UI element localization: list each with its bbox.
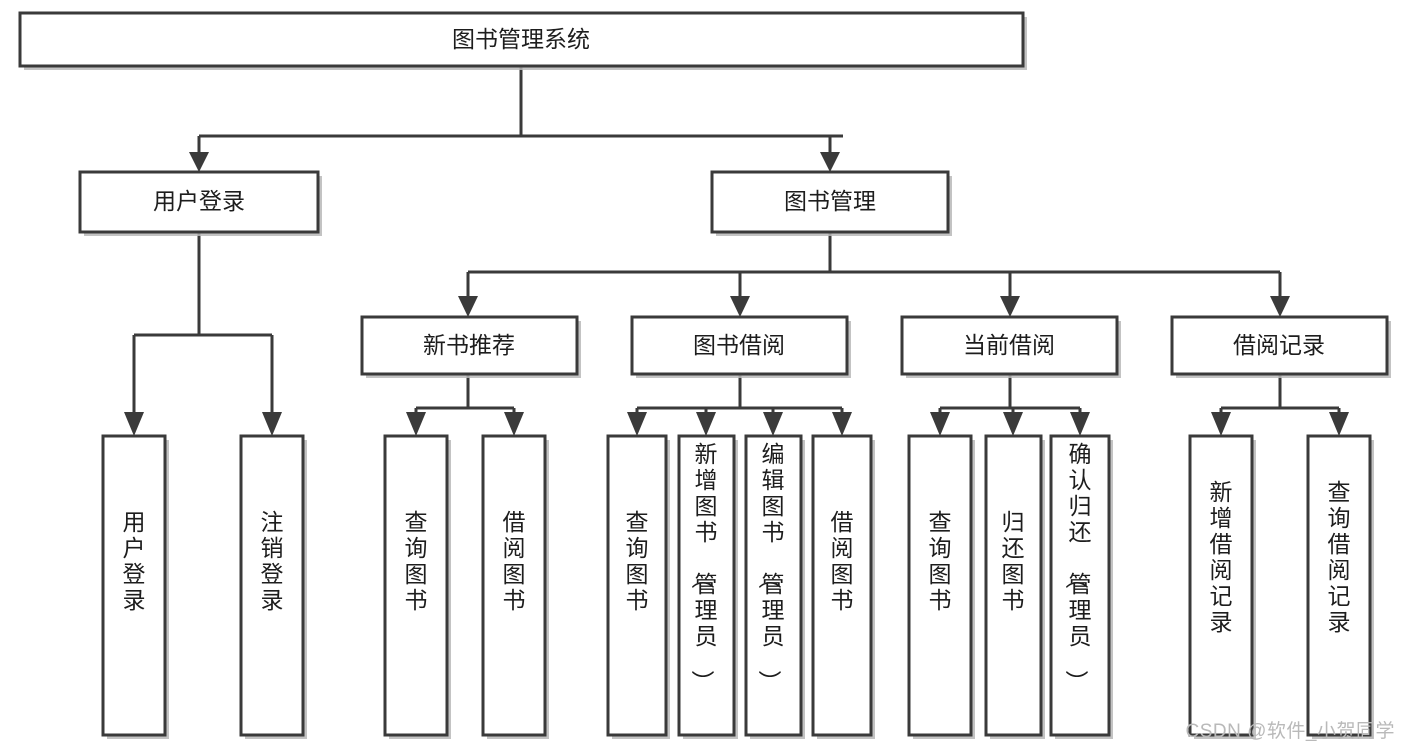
node-new-book-recommend[interactable]: 新书推荐 (360, 315, 581, 378)
node-leaf-user-login-box[interactable] (101, 434, 167, 737)
arrow-head-leaf-return-book (1003, 412, 1023, 436)
arrow-head-leaf-query-record (1329, 412, 1349, 436)
arrow-head-book-borrow (730, 296, 750, 317)
arrow-head-user-login (189, 152, 209, 172)
node-leaf-add-record-label: 新增借阅记录 (1210, 479, 1233, 635)
node-leaf-edit-book-box[interactable] (744, 434, 803, 737)
node-leaf-user-logout[interactable]: 注销登录 (239, 434, 307, 739)
node-leaf-add-record[interactable]: 新增借阅记录 (1188, 434, 1256, 739)
node-leaf-query-book-2-label: 查询图书 (626, 509, 649, 613)
node-leaf-query-book-1-box[interactable] (383, 434, 449, 737)
node-new-book-recommend-box[interactable] (360, 315, 579, 376)
node-new-book-recommend-label: 新书推荐 (423, 332, 515, 358)
node-leaf-query-record[interactable]: 查询借阅记录 (1306, 434, 1374, 739)
node-leaf-add-record-box[interactable] (1188, 434, 1254, 737)
node-borrow-record[interactable]: 借阅记录 (1170, 315, 1391, 378)
connector-borrow-record-trunk (1219, 374, 1341, 418)
node-leaf-borrow-book-2-label: 借阅图书 (831, 509, 854, 613)
arrow-head-new-book-recommend (458, 296, 478, 317)
node-leaf-add-book[interactable]: 新增图书（管理员） (677, 434, 738, 739)
node-leaf-return-book-box[interactable] (984, 434, 1043, 737)
connector-layer (124, 66, 1349, 436)
node-leaf-query-book-3-label: 查询图书 (929, 509, 952, 613)
node-leaf-user-login[interactable]: 用户登录 (101, 434, 169, 739)
node-leaf-query-book-3-box[interactable] (907, 434, 973, 737)
node-root-label: 图书管理系统 (452, 26, 590, 52)
node-current-borrow-box[interactable] (900, 315, 1119, 376)
node-leaf-user-logout-box[interactable] (239, 434, 305, 737)
node-leaf-confirm-return-label: 确认归还（管理员） (1064, 441, 1092, 693)
node-leaf-query-book-2-box[interactable] (606, 434, 668, 737)
node-leaf-add-book-label: 新增图书（管理员） (690, 441, 718, 693)
node-leaf-return-book[interactable]: 归还图书 (984, 434, 1045, 739)
node-book-borrow-box[interactable] (630, 315, 849, 376)
connector-book-manage-trunk (466, 232, 1282, 300)
node-leaf-edit-book[interactable]: 编辑图书（管理员） (744, 434, 805, 739)
node-book-manage[interactable]: 图书管理 (710, 170, 952, 236)
arrow-head-leaf-confirm-return (1070, 412, 1090, 436)
node-book-manage-label: 图书管理 (784, 188, 876, 214)
node-book-borrow-label: 图书借阅 (693, 332, 785, 358)
node-book-manage-box[interactable] (710, 170, 950, 234)
node-leaf-confirm-return-box[interactable] (1049, 434, 1111, 737)
node-leaf-query-record-box[interactable] (1306, 434, 1372, 737)
node-leaf-borrow-book-1[interactable]: 借阅图书 (481, 434, 549, 739)
node-leaf-return-book-label: 归还图书 (1002, 509, 1025, 613)
arrow-head-leaf-query-book-3 (930, 412, 950, 436)
node-leaf-add-book-box[interactable] (677, 434, 736, 737)
arrow-head-current-borrow (1000, 296, 1020, 317)
arrow-head-leaf-user-logout (262, 412, 282, 436)
arrow-head-leaf-add-record (1211, 412, 1231, 436)
node-current-borrow-label: 当前借阅 (963, 332, 1055, 358)
node-root[interactable]: 图书管理系统 (18, 11, 1027, 70)
node-leaf-query-book-1-label: 查询图书 (405, 509, 428, 613)
node-book-borrow[interactable]: 图书借阅 (630, 315, 851, 378)
node-borrow-record-label: 借阅记录 (1233, 332, 1325, 358)
node-leaf-user-login-label: 用户登录 (123, 509, 146, 613)
connector-user-login-trunk (132, 232, 274, 418)
arrow-head-leaf-query-book-1 (406, 412, 426, 436)
node-leaf-user-logout-label: 注销登录 (261, 509, 284, 613)
node-user-login-box[interactable] (78, 170, 320, 234)
node-user-login-label: 用户登录 (153, 188, 245, 214)
node-leaf-borrow-book-1-label: 借阅图书 (503, 509, 526, 613)
node-root-box[interactable] (18, 11, 1025, 68)
arrow-head-leaf-borrow-book-2 (832, 412, 852, 436)
node-borrow-record-box[interactable] (1170, 315, 1389, 376)
node-leaf-query-book-2[interactable]: 查询图书 (606, 434, 670, 739)
leaf-node-layer: 用户登录 注销登录 查询图书 借阅图书 查询图书 新增图书（管理员） (101, 434, 1374, 739)
arrow-head-leaf-borrow-book-1 (504, 412, 524, 436)
node-leaf-borrow-book-1-box[interactable] (481, 434, 547, 737)
node-leaf-edit-book-label: 编辑图书（管理员） (757, 441, 785, 693)
node-leaf-confirm-return[interactable]: 确认归还（管理员） (1049, 434, 1113, 739)
node-leaf-borrow-book-2-box[interactable] (811, 434, 873, 737)
node-leaf-query-book-1[interactable]: 查询图书 (383, 434, 451, 739)
arrow-head-book-manage (820, 152, 840, 172)
arrow-head-leaf-add-book (696, 412, 716, 436)
node-leaf-query-record-label: 查询借阅记录 (1328, 479, 1351, 635)
node-leaf-query-book-3[interactable]: 查询图书 (907, 434, 975, 739)
arrow-head-leaf-user-login (124, 412, 144, 436)
node-user-login[interactable]: 用户登录 (78, 170, 322, 236)
node-current-borrow[interactable]: 当前借阅 (900, 315, 1121, 378)
connector-current-borrow-trunk (938, 374, 1082, 418)
connector-book-borrow-trunk (635, 374, 844, 418)
connector-root-trunk (197, 66, 843, 158)
arrow-head-leaf-edit-book (763, 412, 783, 436)
node-leaf-borrow-book-2[interactable]: 借阅图书 (811, 434, 875, 739)
connector-new-book-recommend-trunk (414, 374, 516, 418)
arrow-head-borrow-record (1270, 296, 1290, 317)
arrow-head-leaf-query-book-2 (627, 412, 647, 436)
